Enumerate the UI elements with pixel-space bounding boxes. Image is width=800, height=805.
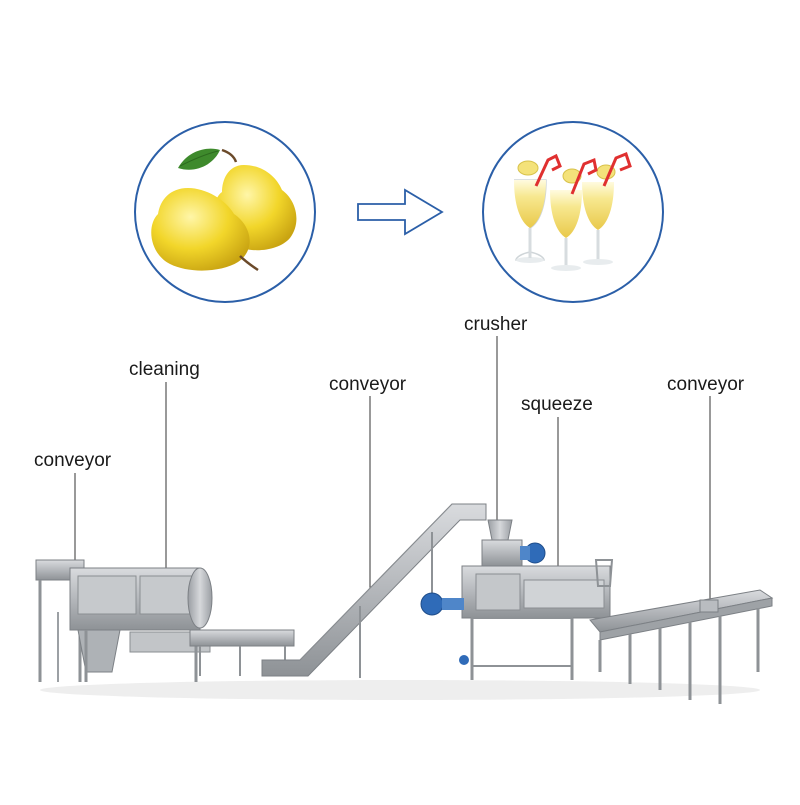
- pear-juice-glasses-icon: [514, 152, 632, 271]
- production-machinery: [35, 503, 774, 704]
- pear-circle: [134, 121, 316, 303]
- label-cleaning: cleaning: [129, 359, 200, 380]
- label-squeeze: squeeze: [521, 394, 593, 415]
- leader-lines: [74, 336, 711, 603]
- squeeze-machine: [420, 559, 614, 680]
- juice-circle: [482, 121, 664, 303]
- right-arrow-icon: [357, 188, 444, 236]
- label-crusher: crusher: [464, 314, 528, 335]
- sorting-trough: [189, 629, 295, 676]
- pear-icon: [151, 148, 297, 272]
- crusher-machine: [481, 519, 546, 567]
- label-conveyor-incline: conveyor: [329, 374, 407, 395]
- inclined-conveyor: [261, 503, 487, 678]
- label-conveyor-feed: conveyor: [34, 450, 112, 471]
- output-conveyor: [589, 589, 774, 704]
- cleaning-machine: [69, 567, 213, 682]
- label-conveyor-output: conveyor: [667, 374, 745, 395]
